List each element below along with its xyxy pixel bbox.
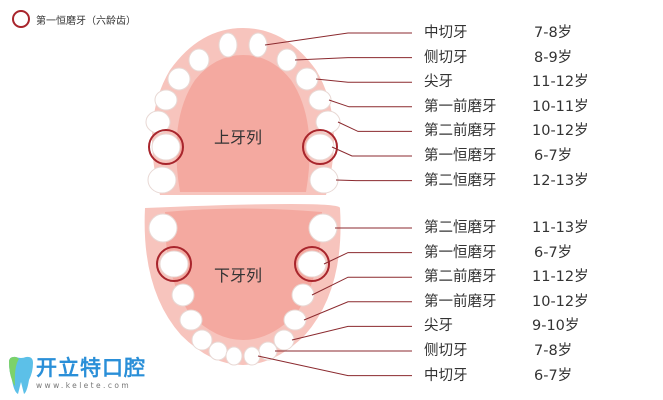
lower-tongue-area	[164, 208, 322, 340]
upper-tooth-name: 尖牙	[424, 74, 453, 91]
lower-tooth-name: 尖牙	[424, 318, 453, 335]
lower-leader-line-2	[311, 276, 412, 296]
lower-tooth-name: 侧切牙	[424, 343, 468, 359]
upper-tooth-age: 10-11岁	[532, 98, 589, 115]
lower-leader-line-1	[323, 252, 412, 265]
lower-tooth-name: 第一前磨牙	[424, 293, 497, 310]
upper-tooth-name: 第二前磨牙	[424, 123, 497, 140]
lower-tooth-left-1	[159, 250, 189, 278]
upper-tooth-left-5	[151, 133, 181, 161]
upper-tooth-age: 11-12岁	[532, 74, 589, 91]
upper-tooth-right-6	[309, 166, 339, 194]
upper-tooth-age: 12-13岁	[532, 172, 589, 189]
lower-tooth-age: 7-8岁	[534, 343, 573, 359]
upper-tooth-age: 6-7岁	[534, 148, 573, 164]
tooth-logo-icon	[9, 356, 33, 394]
legend-ring-icon	[12, 10, 30, 28]
lower-tooth-left-0	[148, 213, 178, 243]
upper-tooth-left-3	[154, 89, 178, 111]
lower-tooth-left-5	[208, 341, 228, 361]
watermark-logo: 开立特口腔 www.kelete.com	[6, 356, 146, 396]
upper-leader-line-1	[294, 57, 412, 61]
lower-tooth-left-6	[225, 346, 243, 366]
lower-tooth-left-4	[191, 329, 213, 351]
lower-leader-line-3	[303, 301, 412, 321]
upper-palate	[176, 55, 310, 192]
lower-tooth-right-2	[291, 283, 315, 307]
upper-tooth-left-1	[188, 48, 210, 72]
lower-first-molar-ring-left	[156, 246, 192, 282]
upper-tooth-left-0	[218, 32, 238, 58]
upper-tooth-right-1	[276, 48, 298, 72]
upper-leader-line-5	[331, 146, 412, 157]
lower-tooth-left-3	[179, 309, 203, 331]
lower-tooth-right-6	[243, 346, 261, 366]
upper-first-molar-ring-right	[302, 129, 338, 165]
lower-tooth-right-4	[273, 329, 295, 351]
lower-tooth-right-0	[308, 213, 338, 243]
upper-tooth-name: 侧切牙	[424, 49, 468, 66]
upper-first-molar-ring-left	[148, 129, 184, 165]
lower-tooth-age: 6-7岁	[534, 367, 573, 384]
lower-tooth-age: 6-7岁	[534, 244, 573, 261]
lower-tooth-name: 第二恒磨牙	[424, 220, 497, 236]
upper-tooth-name: 第一恒磨牙	[424, 148, 497, 164]
legend: 第一恒磨牙（六龄齿）	[12, 10, 136, 28]
lower-tooth-right-1	[297, 250, 327, 278]
upper-tooth-name: 中切牙	[424, 25, 468, 41]
watermark-brand: 开立特口腔	[36, 356, 146, 380]
lower-tooth-age: 10-12岁	[532, 293, 589, 310]
upper-tooth-right-5	[305, 133, 335, 161]
lower-tooth-age: 11-13岁	[532, 220, 589, 236]
legend-label: 第一恒磨牙（六龄齿）	[36, 15, 136, 27]
upper-leader-line-2	[315, 78, 412, 83]
lower-leader-line-6	[257, 355, 412, 377]
upper-tooth-age: 10-12岁	[532, 123, 589, 140]
lower-tooth-left-2	[171, 283, 195, 307]
lower-tooth-name: 第二前磨牙	[424, 269, 497, 286]
upper-tooth-age: 7-8岁	[534, 25, 573, 41]
upper-tooth-right-2	[295, 67, 319, 91]
upper-leader-line-6	[335, 179, 412, 182]
upper-tooth-left-6	[147, 166, 177, 194]
upper-leader-line-4	[337, 121, 412, 132]
upper-tooth-age: 8-9岁	[534, 49, 573, 66]
lower-tooth-name: 第一恒磨牙	[424, 244, 497, 261]
upper-tooth-right-0	[248, 32, 268, 58]
upper-tooth-name: 第一前磨牙	[424, 98, 497, 115]
lower-first-molar-ring-right	[294, 246, 330, 282]
lower-tooth-age: 11-12岁	[532, 269, 589, 286]
upper-tooth-right-3	[308, 89, 332, 111]
watermark-url: www.kelete.com	[36, 381, 132, 390]
lower-tooth-name: 中切牙	[424, 367, 468, 384]
upper-arch-title: 上牙列	[214, 128, 263, 147]
upper-tooth-name: 第二恒磨牙	[424, 172, 497, 189]
lower-leader-line-4	[291, 325, 412, 341]
upper-tooth-left-2	[167, 67, 191, 91]
upper-leader-line-3	[328, 99, 412, 108]
lower-arch-title: 下牙列	[214, 266, 263, 285]
upper-leader-line-0	[264, 32, 412, 46]
lower-tooth-right-3	[283, 309, 307, 331]
lower-tooth-age: 9-10岁	[532, 318, 580, 335]
